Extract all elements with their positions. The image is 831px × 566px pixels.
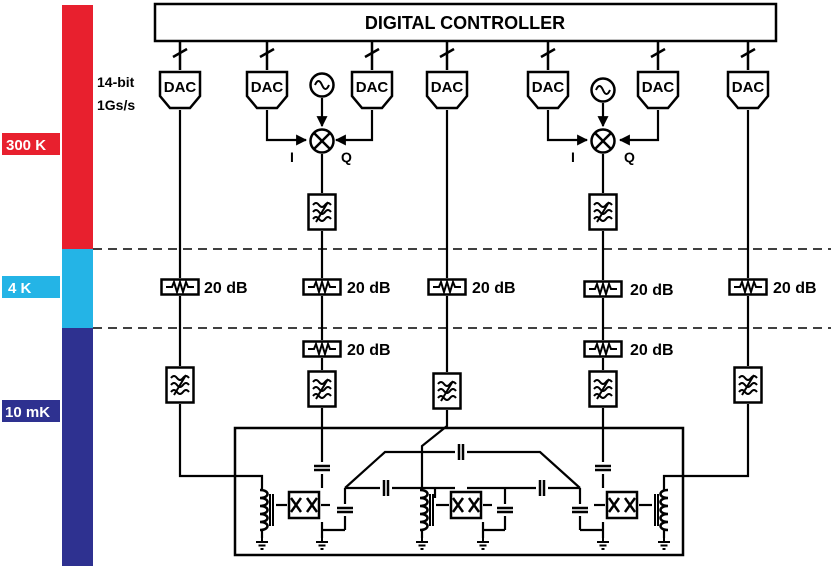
- shunt-cap-3-icon: [570, 506, 590, 514]
- flux-coil-3-icon: [653, 488, 670, 532]
- dac-1-label: DAC: [164, 79, 197, 96]
- dac-4: DAC: [425, 70, 469, 110]
- filter-10mk-5-icon: [733, 366, 763, 404]
- dac-6: DAC: [636, 70, 680, 110]
- mixer-1-i-label: I: [290, 149, 294, 165]
- filter-10mk-3-icon: [432, 372, 462, 410]
- mixer-1-icon: [309, 128, 335, 154]
- shunt-cap-2-icon: [495, 506, 515, 514]
- digital-controller-label: DIGITAL CONTROLLER: [365, 13, 565, 33]
- ground-5-icon: [596, 537, 610, 550]
- attenuator-4k-5: 20 dB: [728, 278, 817, 297]
- flux-coil-2-icon: [418, 488, 435, 532]
- dac-3: DAC: [350, 70, 394, 110]
- dac-3-label: DAC: [356, 79, 389, 96]
- dac-5: DAC: [526, 70, 570, 110]
- dac-spec-line2: 1Gs/s: [97, 97, 135, 113]
- attenuator-10mk-2: 20 dB: [583, 340, 674, 359]
- bus-slashes: [171, 47, 757, 59]
- mixer-1-q-label: Q: [341, 149, 352, 165]
- filter-10mk-4-icon: [588, 370, 618, 408]
- flux-coil-1-icon: [258, 488, 275, 532]
- temperature-bar: 300 K 4 K 10 mK: [2, 5, 93, 566]
- stage-label-300k: 300 K: [6, 137, 46, 154]
- dac-5-label: DAC: [532, 79, 565, 96]
- attenuator-10mk-1: 20 dB: [302, 340, 391, 359]
- ground-3-icon: [415, 537, 429, 550]
- stage-label-4k-box: [2, 276, 60, 298]
- stage-label-4k: 4 K: [8, 280, 32, 297]
- dac-4-label: DAC: [431, 79, 464, 96]
- dac-6-label: DAC: [642, 79, 675, 96]
- mixer-2-wiring: [546, 103, 660, 193]
- shunt-cap-1-icon: [335, 506, 355, 514]
- drive-cap-1-icon: [312, 464, 332, 472]
- stage-bar-300k: [62, 5, 93, 249]
- mixer-2-icon: [590, 128, 616, 154]
- stage-label-300k-box: [2, 133, 60, 155]
- dac-spec-line1: 14-bit: [97, 74, 135, 90]
- attenuator-4k-2: 20 dB: [302, 278, 391, 297]
- attenuator-4k-1-label: 20 dB: [204, 280, 248, 297]
- ground-6-icon: [657, 537, 671, 550]
- stage-label-10mk: 10 mK: [5, 404, 50, 421]
- chip-wiring: [260, 450, 666, 538]
- filter-10mk-1-icon: [165, 366, 195, 404]
- ground-1-icon: [255, 537, 269, 550]
- mixer-2-q-label: Q: [624, 149, 635, 165]
- qubit-2-squid-icon: [449, 490, 483, 520]
- mixer-1-wiring: [265, 98, 374, 193]
- dac-2-label: DAC: [251, 79, 284, 96]
- attenuator-4k-1: 20 dB: [160, 278, 248, 297]
- coupling-cap-left-icon: [382, 478, 390, 498]
- dac-1: DAC: [158, 70, 202, 110]
- ground-2-icon: [315, 537, 329, 550]
- attenuator-10mk-2-label: 20 dB: [630, 342, 674, 359]
- dac-2: DAC: [245, 70, 289, 110]
- attenuator-4k-2-label: 20 dB: [347, 280, 391, 297]
- dac-7: DAC: [726, 70, 770, 110]
- drive-cap-2-icon: [593, 464, 613, 472]
- oscillator-2-icon: [590, 77, 616, 103]
- attenuator-4k-5-label: 20 dB: [773, 280, 817, 297]
- qubit-3-squid-icon: [605, 490, 639, 520]
- chip-enclosure: [233, 426, 685, 557]
- filter-300k-2-icon: [588, 193, 618, 231]
- attenuator-10mk-1-label: 20 dB: [347, 342, 391, 359]
- filter-10mk-2-icon: [307, 370, 337, 408]
- mixer-2-i-label: I: [571, 149, 575, 165]
- attenuator-4k-4: 20 dB: [583, 280, 674, 299]
- filter-300k-1-icon: [307, 193, 337, 231]
- oscillator-1-icon: [309, 72, 335, 98]
- attenuator-4k-3-label: 20 dB: [472, 280, 516, 297]
- stage-label-10mk-box: [2, 400, 60, 422]
- controller-buses: [178, 41, 750, 70]
- coupling-cap-top-icon: [457, 442, 465, 462]
- ground-4-icon: [476, 537, 490, 550]
- attenuator-4k-3: 20 dB: [427, 278, 516, 297]
- attenuator-4k-4-label: 20 dB: [630, 282, 674, 299]
- signal-lines: [178, 110, 750, 490]
- digital-controller-box: [153, 2, 778, 43]
- qubit-1-squid-icon: [287, 490, 321, 520]
- stage-bar-4k: [62, 249, 93, 328]
- coupling-cap-right-icon: [538, 478, 546, 498]
- dac-7-label: DAC: [732, 79, 765, 96]
- stage-bar-10mk: [62, 328, 93, 566]
